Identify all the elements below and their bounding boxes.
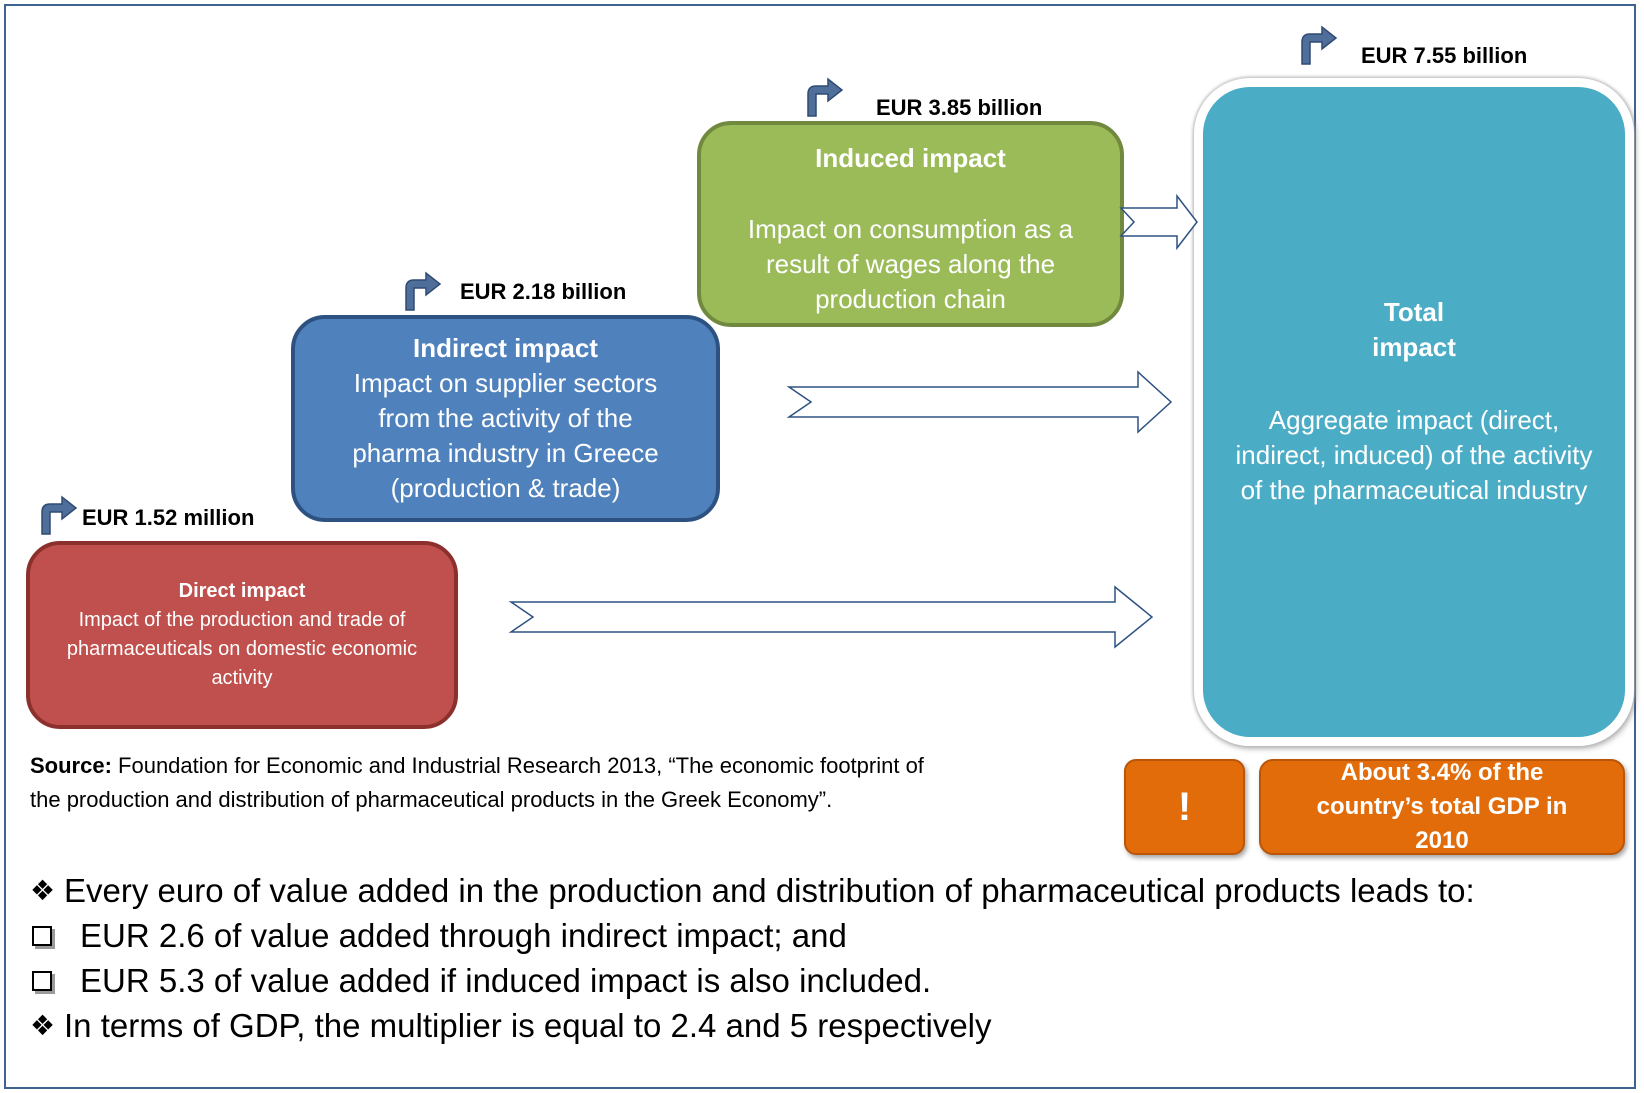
- direct-impact-box: Direct impact Impact of the production a…: [26, 541, 458, 729]
- bullet-text: Every euro of value added in the product…: [64, 872, 1475, 909]
- list-item: EUR 2.6 of value added through indirect …: [30, 913, 1475, 958]
- diamond-bullet-icon: ❖: [30, 875, 56, 906]
- bullet-text: EUR 5.3 of value added if induced impact…: [80, 962, 932, 999]
- induced-impact-title: Induced impact: [815, 143, 1006, 173]
- direct-impact-description: Impact of the production and trade of ph…: [66, 609, 418, 689]
- gdp-share-callout: About 3.4% of the country’s total GDP in…: [1259, 759, 1625, 855]
- indirect-impact-value: EUR 2.18 billion: [460, 279, 627, 304]
- source-label: Source:: [30, 753, 112, 778]
- indirect-impact-description: Impact on supplier sectors from the acti…: [352, 368, 659, 503]
- total-impact-description: Aggregate impact (direct, indirect, indu…: [1235, 405, 1593, 505]
- total-impact-box: Total impact Aggregate impact (direct, i…: [1194, 78, 1634, 746]
- turn-right-arrow-icon: [1301, 25, 1338, 65]
- turn-right-arrow-icon: [405, 271, 442, 311]
- list-item: EUR 5.3 of value added if induced impact…: [30, 958, 1475, 1003]
- total-impact-value: EUR 7.55 billion: [1361, 43, 1528, 68]
- exclamation-icon: !: [1124, 759, 1245, 855]
- indirect-impact-title: Indirect impact: [413, 333, 598, 363]
- bullet-list: ❖ Every euro of value added in the produ…: [30, 868, 1475, 1048]
- direct-to-total-arrow: [508, 585, 1154, 649]
- indirect-to-total-arrow: [786, 370, 1173, 434]
- turn-right-arrow-icon: [807, 77, 844, 117]
- square-bullet-icon: [32, 970, 52, 991]
- total-impact-title: Total impact: [1372, 297, 1456, 362]
- list-item: ❖ In terms of GDP, the multiplier is equ…: [30, 1003, 1475, 1048]
- source-text: Foundation for Economic and Industrial R…: [30, 753, 924, 812]
- turn-right-arrow-icon: [41, 495, 78, 535]
- list-item: ❖ Every euro of value added in the produ…: [30, 868, 1475, 913]
- induced-impact-value: EUR 3.85 billion: [876, 95, 1043, 120]
- indirect-impact-box: Indirect impact Impact on supplier secto…: [291, 315, 720, 522]
- bullet-text: EUR 2.6 of value added through indirect …: [80, 917, 847, 954]
- induced-impact-description: Impact on consumption as a result of wag…: [747, 214, 1074, 314]
- source-note: Source: Foundation for Economic and Indu…: [30, 749, 950, 817]
- square-bullet-icon: [32, 925, 52, 946]
- bullet-text: In terms of GDP, the multiplier is equal…: [64, 1007, 992, 1044]
- slide-frame: [4, 4, 1636, 1089]
- induced-impact-box: Induced impact Impact on consumption as …: [697, 121, 1124, 327]
- direct-impact-title: Direct impact: [178, 580, 306, 602]
- diamond-bullet-icon: ❖: [30, 1010, 56, 1041]
- direct-impact-value: EUR 1.52 million: [82, 505, 255, 530]
- induced-to-total-arrow: [1119, 193, 1198, 251]
